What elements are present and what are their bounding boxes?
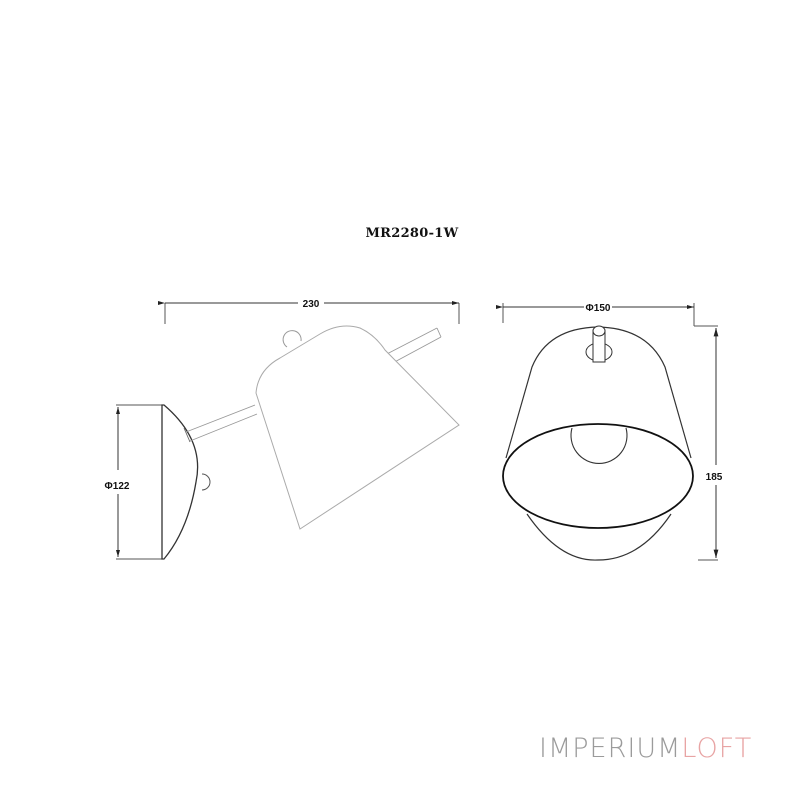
- front-view: Φ150 185: [496, 303, 723, 561]
- dimension-185: 185: [694, 325, 723, 561]
- side-shade: [255, 325, 460, 530]
- dim-label-230: 230: [303, 299, 320, 310]
- dimension-phi150: Φ150: [496, 303, 695, 326]
- front-dome: [526, 513, 672, 561]
- rod: [585, 325, 613, 363]
- logo-part-imperium: IMPERIUM: [539, 733, 682, 764]
- bulb: [570, 427, 628, 464]
- shade-knob: [282, 330, 302, 348]
- dim-label-phi122: Φ122: [105, 481, 130, 492]
- backplate-knob: [201, 473, 211, 491]
- logo-part-loft: LOFT: [681, 733, 753, 764]
- model-title: MR2280-1W: [365, 226, 459, 241]
- backplate: [161, 404, 199, 560]
- arm: [183, 327, 442, 443]
- dim-label-185: 185: [706, 472, 723, 483]
- watermark-logo: IMPERIUMLOFT: [539, 733, 752, 764]
- shade-rim: [502, 423, 694, 529]
- dimension-230: 230: [158, 299, 460, 324]
- side-view: 230 Φ122: [105, 299, 460, 560]
- dim-label-phi150: Φ150: [586, 303, 611, 314]
- dimension-phi122: Φ122: [105, 404, 162, 560]
